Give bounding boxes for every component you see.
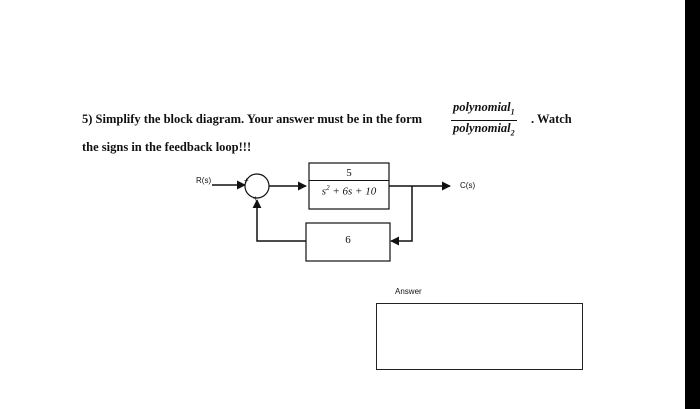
- input-label: R(s): [196, 176, 212, 185]
- forward-block: [308, 162, 390, 210]
- feedback-gain-value: 6: [345, 234, 351, 246]
- output-label: C(s): [460, 181, 476, 190]
- problem-text-line1: 5) Simplify the block diagram. Your answ…: [82, 112, 422, 127]
- forward-gain-denominator: s2 + 6s + 10: [321, 184, 377, 198]
- feedback-pickoff-line: [390, 186, 413, 246]
- problem-text-line2: the signs in the feedback loop!!!: [82, 140, 252, 154]
- problem-statement: 5) Simplify the block diagram. Your answ…: [82, 112, 423, 126]
- junction-plus-bottom: +: [253, 194, 258, 203]
- feedback-return-line: [252, 199, 306, 242]
- forward-gain-numerator: 5: [309, 166, 389, 181]
- fraction-numerator: polynomial1: [451, 100, 517, 121]
- problem-text-watch: . Watch: [531, 112, 572, 126]
- form-fraction: polynomial1 polynomial2: [451, 100, 517, 140]
- page-edge: [685, 0, 700, 409]
- feedback-block: [305, 222, 391, 262]
- fraction-denominator: polynomial2: [453, 120, 515, 138]
- answer-label: Answer: [395, 287, 422, 296]
- junction-plus-top: +: [244, 176, 249, 185]
- answer-input-box[interactable]: [376, 303, 583, 370]
- forward-transfer-function: 5 s2 + 6s + 10: [309, 166, 389, 199]
